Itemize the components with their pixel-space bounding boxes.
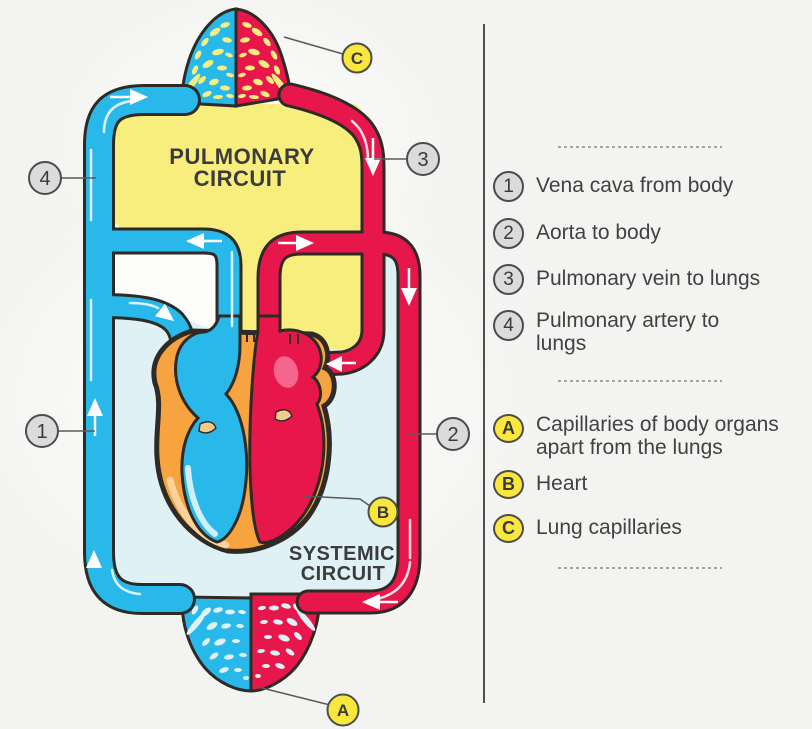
flow-arrow-up-icon <box>87 398 103 416</box>
badge-b: B <box>367 496 399 528</box>
flow-arrow-down-icon <box>365 158 381 176</box>
leader-line-c <box>283 36 344 55</box>
legend-divider-line <box>483 24 485 703</box>
aorta-tube <box>259 233 419 612</box>
legend-separator <box>558 567 722 569</box>
legend-badge-3: 3 <box>493 264 524 295</box>
heart-valve <box>198 421 217 434</box>
svg-text:A: A <box>337 701 349 720</box>
svg-text:C: C <box>351 49 363 68</box>
legend-label: Capillaries of body organs apart from th… <box>536 413 779 459</box>
legend-badge-1: 1 <box>493 171 524 202</box>
pulmonary-circuit-label: PULMONARY <box>169 144 314 169</box>
flow-arrow-right-icon <box>296 235 314 251</box>
legend-item-heart: B Heart <box>493 469 587 499</box>
circuit-titles: PULMONARY CIRCUIT SYSTEMIC CIRCUIT <box>169 144 395 585</box>
flow-arrow-up-icon <box>86 550 102 568</box>
systemic-circuit-label: CIRCUIT <box>301 563 386 585</box>
vessel-stubs <box>246 331 299 344</box>
badge-2: 2 <box>436 417 470 451</box>
inner-white-area <box>112 250 224 332</box>
lung-capillaries-pattern <box>183 22 289 100</box>
flow-arrow-down-icon <box>401 288 417 306</box>
legend-item-pulmonary-artery: 4 Pulmonary artery to lungs <box>493 306 761 355</box>
legend-badge-2: 2 <box>493 218 524 249</box>
legend-item-pulmonary-vein: 3 Pulmonary vein to lungs <box>493 264 760 295</box>
flow-arrow-left-icon <box>362 594 380 610</box>
badge-a: A <box>326 693 360 727</box>
legend-label: Heart <box>536 472 588 495</box>
legend-item-body-capillaries: A Capillaries of body organs apart from … <box>493 410 812 459</box>
legend-separator <box>558 380 722 382</box>
ventricle-highlight <box>185 465 218 537</box>
aorta-root-highlight <box>273 356 299 388</box>
legend-item-aorta: 2 Aorta to body <box>493 218 661 249</box>
flow-arrow-right-icon <box>130 89 148 105</box>
systemic-circuit-label: SYSTEMIC <box>289 543 395 565</box>
svg-text:4: 4 <box>39 168 50 190</box>
badge-3: 3 <box>406 142 440 176</box>
diagram-artwork: PULMONARY CIRCUIT SYSTEMIC CIRCUIT 4 3 <box>25 7 470 727</box>
heart-valve <box>274 409 293 422</box>
flow-arrow-entry-icon <box>155 303 175 322</box>
leader-line-a <box>257 686 331 706</box>
svg-text:3: 3 <box>417 149 428 171</box>
svg-text:1: 1 <box>36 421 47 443</box>
legend-badge-a: A <box>493 414 524 443</box>
flow-arrows <box>86 89 417 610</box>
legend-label: Pulmonary artery to lungs <box>536 309 720 355</box>
diagram-badges: 4 3 1 2 C B A <box>25 42 470 727</box>
pulmonary-circuit-label: CIRCUIT <box>194 166 287 191</box>
pulmonary-circuit-region <box>109 104 362 233</box>
heart <box>151 314 337 554</box>
pulmonary-vein-tube <box>280 85 383 374</box>
badge-c: C <box>341 42 373 74</box>
flow-arrow-left-icon <box>326 356 342 372</box>
legend-label: Pulmonary vein to lungs <box>536 267 761 290</box>
flow-arrow-left-icon <box>186 233 204 249</box>
legend-badge-4: 4 <box>493 310 524 341</box>
badge-4: 4 <box>28 161 62 195</box>
legend-separator <box>558 146 722 148</box>
leader-lines <box>58 36 438 706</box>
leader-line-b <box>302 495 371 507</box>
red-vessels <box>259 85 419 612</box>
legend-label: Lung capillaries <box>536 516 682 539</box>
badge-1: 1 <box>25 414 59 448</box>
legend-item-vena-cava: 1 Vena cava from body <box>493 171 733 202</box>
legend-label: Vena cava from body <box>536 174 734 197</box>
heart-left-chambers <box>248 314 326 545</box>
legend-item-lung-capillaries: C Lung capillaries <box>493 513 682 543</box>
svg-text:2: 2 <box>447 424 458 446</box>
svg-text:B: B <box>377 503 389 522</box>
legend-label: Aorta to body <box>536 221 661 244</box>
legend-badge-c: C <box>493 514 524 543</box>
legend-badge-b: B <box>493 470 524 499</box>
